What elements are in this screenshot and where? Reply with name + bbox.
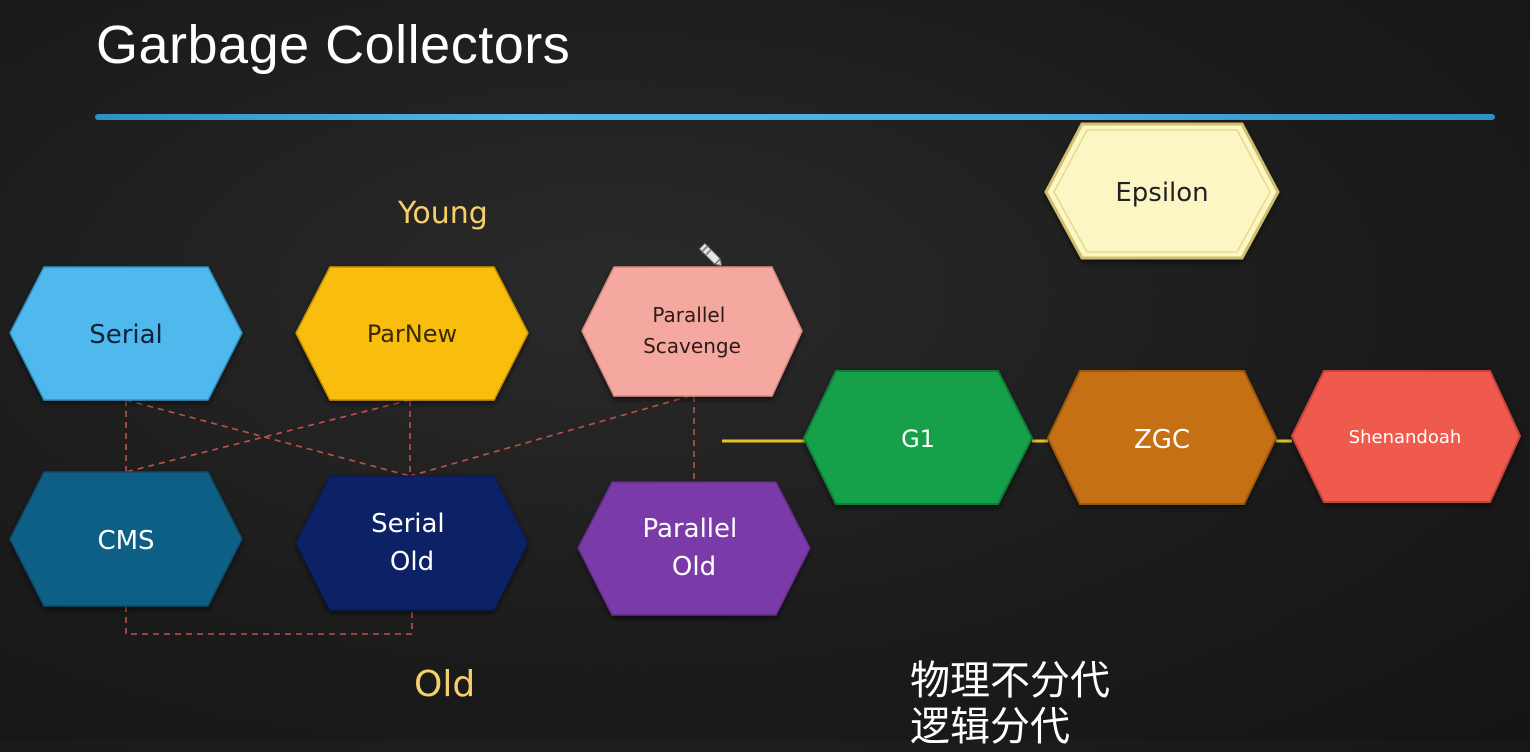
collector-serial: Serial: [9, 266, 243, 401]
epsilon-hex-inner: [1053, 129, 1271, 253]
young-generation-label: Young: [398, 196, 488, 231]
serial-old-label-line1: Serial: [371, 509, 445, 539]
svg-text:Parallel Old: Parallel Old: [643, 514, 746, 582]
epsilon-label: Epsilon: [1115, 178, 1208, 208]
collector-shenandoah: Shenandoah: [1290, 370, 1522, 503]
zgc-label: ZGC: [1134, 425, 1190, 455]
serial-old-label-line2: Old: [390, 547, 434, 577]
connector-parnew-cms: [125, 399, 411, 473]
pencil-cursor-icon: [698, 242, 723, 267]
svg-text:ZGC: ZGC: [1134, 425, 1190, 455]
connector-cms-serial-old-bottom: [125, 606, 413, 635]
zgc-hex: [1046, 370, 1278, 505]
dashed-connectors: [125, 395, 695, 635]
connector-serial-serial-old: [125, 399, 411, 477]
collector-g1: G1: [802, 370, 1034, 505]
connector-ps-serial-old: [409, 395, 691, 477]
cms-label: CMS: [97, 526, 154, 556]
collector-serial-old: Serial Old: [295, 475, 529, 611]
parnew-label: ParNew: [367, 320, 457, 348]
slide-title: Garbage Collectors: [96, 15, 571, 75]
shenandoah-label: Shenandoah: [1349, 427, 1462, 448]
old-generation-label: Old: [414, 664, 476, 705]
collector-parallel-scavenge: Parallel Scavenge: [581, 266, 803, 397]
svg-text:Epsilon: Epsilon: [1115, 178, 1208, 208]
physical-not-generational-label: 物理不分代: [910, 658, 1110, 704]
collector-parallel-old: Parallel Old: [577, 481, 811, 616]
svg-text:Shenandoah: Shenandoah: [1349, 427, 1462, 448]
serial-old-hex: [295, 475, 529, 611]
parnew-hex: [295, 266, 529, 401]
serial-hex: [9, 266, 243, 401]
shenandoah-hex: [1290, 370, 1522, 503]
parallel-old-label-line2: Old: [672, 552, 716, 582]
cms-hex: [9, 471, 243, 607]
collector-cms: CMS: [9, 471, 243, 607]
parallel-scavenge-hex: [581, 266, 803, 397]
parallel-old-label-line1: Parallel: [643, 514, 738, 544]
g1-label: G1: [901, 425, 935, 453]
g1-hex: [802, 370, 1034, 505]
parallel-old-hex: [577, 481, 811, 616]
title-divider: [95, 114, 1495, 120]
parallel-scavenge-label-line1: Parallel: [652, 303, 725, 327]
collector-parnew: ParNew: [295, 266, 529, 401]
svg-text:ParNew: ParNew: [367, 320, 457, 348]
serial-label: Serial: [89, 320, 163, 350]
svg-text:Serial Old: Serial Old: [371, 509, 453, 577]
collector-epsilon: Epsilon: [1044, 122, 1280, 260]
epsilon-hex: [1044, 122, 1280, 260]
svg-text:Parallel Scavenge: Parallel Scavenge: [643, 303, 741, 358]
parallel-scavenge-label-line2: Scavenge: [643, 334, 741, 358]
svg-text:G1: G1: [901, 425, 935, 453]
svg-text:CMS: CMS: [97, 526, 154, 556]
svg-text:Serial: Serial: [89, 320, 163, 350]
collector-zgc: ZGC: [1046, 370, 1278, 505]
